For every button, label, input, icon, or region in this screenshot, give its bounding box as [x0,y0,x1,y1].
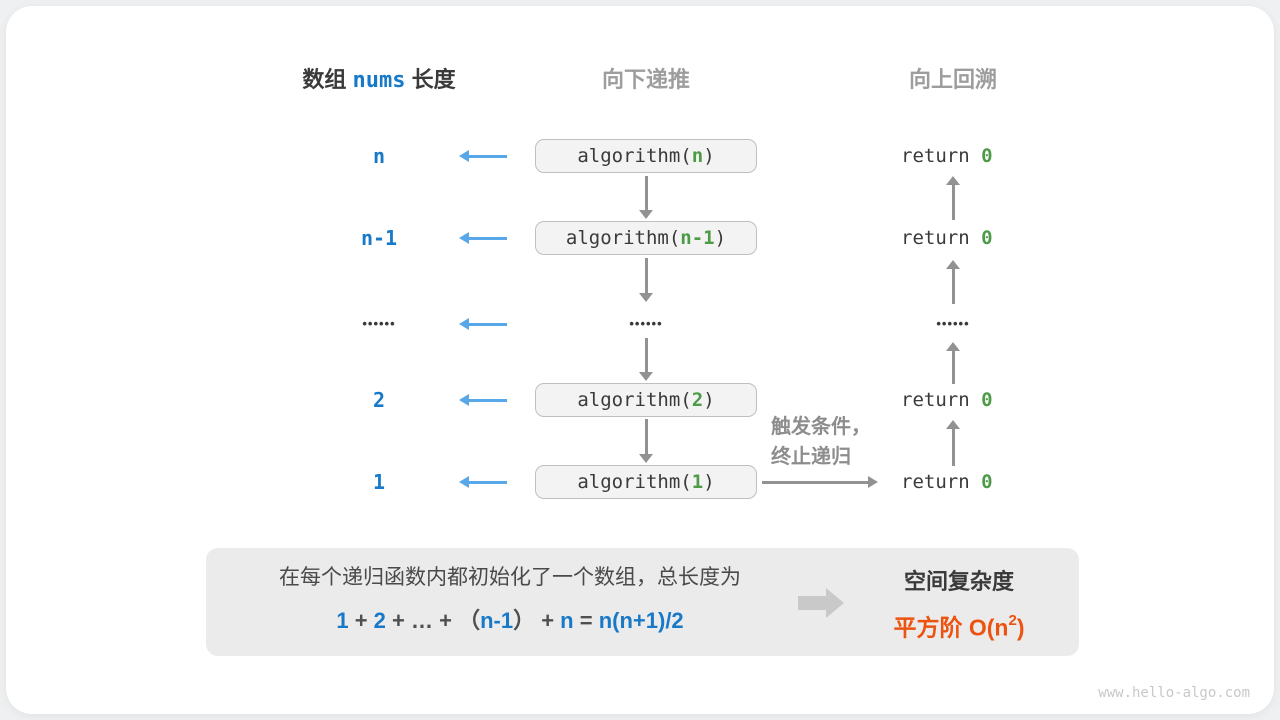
formula-result-term: n(n+1)/2 [598,608,684,633]
base-case-arrow [762,476,878,488]
return-value: 0 [981,471,993,493]
length-arrow-row-ellipsis [459,318,507,330]
formula-term: 2 [373,608,386,633]
header-nums-code: nums [352,68,406,93]
backtrack-arrow-1 [946,176,960,220]
return-ellipsis: •••••• [936,316,970,331]
call-prefix: algorithm( [577,389,692,411]
complexity-exponent: 2 [1008,612,1017,629]
call-arg-1: 1 [691,471,704,493]
diagram-card: 数组 nums 长度 向下递推 向上回溯 n n-1 •••••• 2 1 al… [6,6,1274,714]
column-header-backtrack-up: 向上回溯 [908,67,997,92]
recurse-arrow-3 [639,338,653,381]
return-keyword: return [901,389,982,411]
call-ellipsis: •••••• [629,316,663,331]
length-arrow-row-n-1 [459,232,507,244]
call-suffix: ) [703,145,715,167]
length-arrow-row-n [459,150,507,162]
complexity-suffix: ) [1016,614,1025,641]
column-header-recurse-down: 向下递推 [601,67,690,92]
backtrack-arrow-2 [946,260,960,304]
call-arg-n-1: n-1 [680,227,715,249]
return-row-2: return 0 [901,386,993,414]
return-row-n: return 0 [901,142,993,170]
return-keyword: return [901,471,982,493]
formula-paren-open: （ [458,608,481,633]
summary-description: 在每个递归函数内都初始化了一个数组，总长度为 [279,566,741,589]
formula-operator: + [348,608,374,633]
formula-equals: = [573,608,599,633]
recurse-arrow-2 [639,258,653,302]
header-array-label: 数组 [302,67,347,92]
implies-arrow-icon [798,588,844,618]
call-suffix: ) [714,227,727,249]
trigger-note-line1: 触发条件， [771,416,871,438]
call-box-algorithm-2: algorithm(2) [535,383,757,417]
column-header-array-length: 数组 nums 长度 [259,65,499,96]
call-prefix: algorithm( [577,471,692,493]
length-label-2: 2 [372,388,386,412]
return-keyword: return [901,145,982,167]
call-suffix: ) [703,389,715,411]
length-label-1: 1 [372,470,386,494]
call-prefix: algorithm( [577,145,692,167]
call-box-algorithm-n-1: algorithm(n-1) [535,221,757,255]
formula-term: n [560,608,574,633]
summary-panel: 在每个递归函数内都初始化了一个数组，总长度为 1 + 2 + … + （n-1）… [206,548,1079,656]
formula-term: n-1 [480,608,514,633]
length-arrow-row-1 [459,476,507,488]
trigger-note-line2: 终止递归 [771,446,851,468]
summary-formula: 1 + 2 + … + （n-1） + n = n(n+1)/2 [222,606,798,636]
return-value: 0 [981,227,993,249]
formula-ellipsis: … [410,608,433,633]
space-complexity-title: 空间复杂度 [903,569,1014,594]
formula-operator: + [385,608,411,633]
return-value: 0 [981,145,993,167]
backtrack-arrow-3 [946,342,960,384]
space-complexity-value: 平方阶 O(n2) [854,608,1064,643]
backtrack-arrow-4 [946,420,960,466]
header-length-label: 长度 [411,67,456,92]
call-box-algorithm-n: algorithm(n) [535,139,757,173]
call-prefix: algorithm( [565,227,681,249]
call-suffix: ) [703,471,715,493]
length-label-n-1: n-1 [360,226,398,250]
formula-term: 1 [336,608,349,633]
complexity-prefix: 平方阶 O(n [893,614,1009,641]
call-box-algorithm-1: algorithm(1) [535,465,757,499]
length-arrow-row-2 [459,394,507,406]
length-ellipsis: •••••• [362,316,396,331]
watermark-url: www.hello-algo.com [1098,685,1250,701]
return-row-1: return 0 [901,468,993,496]
call-arg-n: n [691,145,704,167]
call-arg-2: 2 [691,389,704,411]
formula-paren-close: ） [513,608,536,633]
formula-operator: + [535,608,561,633]
length-label-n: n [372,144,386,168]
formula-operator: + [432,608,459,633]
return-row-n-1: return 0 [901,224,993,252]
recurse-arrow-4 [639,419,653,463]
return-keyword: return [901,227,982,249]
trigger-condition-note: 触发条件， 终止递归 [771,412,871,472]
recurse-arrow-1 [639,176,653,219]
return-value: 0 [981,389,993,411]
